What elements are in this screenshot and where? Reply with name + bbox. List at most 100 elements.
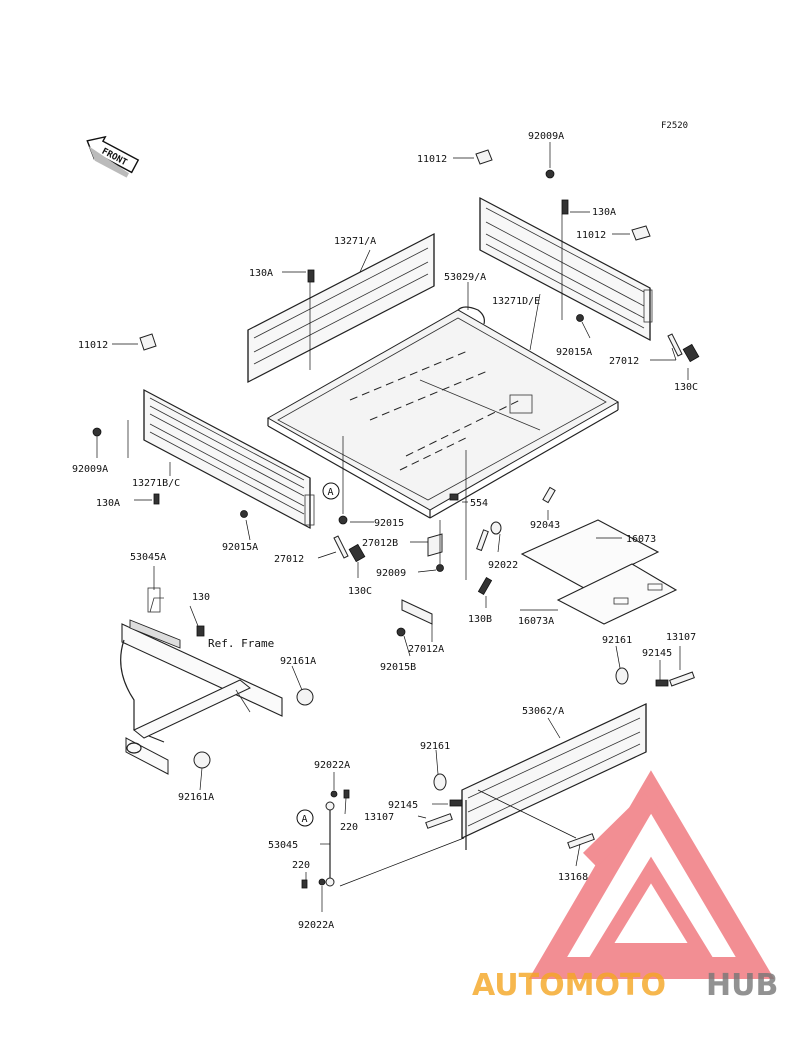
callout: 130B [468,614,492,625]
bolt-220-bottom [301,879,308,889]
pin-554b [476,529,489,552]
callout: 92161A [280,656,316,667]
svg-text:A: A [302,814,308,825]
cap-11012-a [475,149,493,165]
callout: 53029/A [444,272,486,283]
bolt-220-top [343,789,350,799]
bumper-92161-left [433,773,447,791]
left-side-panel-13271B [143,389,315,529]
callout: 27012 [609,356,639,367]
callout: 92022A [298,920,334,931]
bolt-130A-left [153,493,160,505]
callout: 53062/A [522,706,564,717]
washer-92022A-bottom [318,878,326,886]
cap-11012-c [139,333,157,351]
bracket-27012B [427,533,443,557]
spring-92145-right [655,679,669,687]
watermark-brand-right: HUB [706,968,778,1003]
pin-92043 [542,486,556,504]
washer-92022 [490,521,502,535]
callout: 130A [249,268,273,279]
nut-92009A-left [92,427,102,437]
rod-13168 [567,833,595,849]
bolt-130B [477,577,493,595]
circle-ref-a-upper: A [322,482,340,500]
callout: 130A [592,207,616,218]
nut-92015B [396,627,406,637]
washer-92022A-top [330,790,338,798]
callout: 53045A [130,552,166,563]
callout: 554 [470,498,488,509]
latch-27012-right [667,333,700,363]
watermark-text: AUTOMOTO HUB [472,968,778,1003]
watermark-logo [528,770,775,979]
callout: 27012B [362,538,398,549]
nut-92009A-top [545,169,555,179]
callout: 220 [292,860,310,871]
bumper-92161-right [615,667,629,685]
callout-labels: 11012 92009A 130A 11012 13271/A 53029/A … [72,131,698,931]
bracket-27012A [401,599,433,625]
callout: 130A [96,498,120,509]
callout: 16073 [626,534,656,545]
circle-ref-a-lower: A [296,809,314,827]
callout: 13271B/C [132,478,180,489]
pin-13107-right [669,671,695,687]
callout: 13107 [666,632,696,643]
nut-92015 [338,515,348,525]
callout: 92015A [222,542,258,553]
callout: 11012 [417,154,447,165]
callout: 220 [340,822,358,833]
nut-92009 [436,564,444,572]
callout: 27012A [408,644,444,655]
cable-53045 [325,801,335,887]
callout: 92161 [420,741,450,752]
ref-frame [120,587,283,775]
callout: 92015B [380,662,416,673]
callout: 11012 [78,340,108,351]
bumper-92161A-lower [193,751,211,769]
right-side-panel-13271D [479,197,653,341]
callout: 92145 [642,648,672,659]
callout: 53045 [268,840,298,851]
callout: 92009A [528,131,564,142]
callout: 92015 [374,518,404,529]
bolt-130A-top [561,199,569,215]
callout: 92022A [314,760,350,771]
callout: 13107 [364,812,394,823]
mat-16073 [520,519,678,625]
callout: 92015A [556,347,592,358]
bumper-92161A-frame [296,688,314,706]
nut-92015A-left [240,510,248,518]
spring-92145-left [449,799,463,807]
pin-13107-left [425,813,453,829]
leader-lines [96,142,689,912]
nut-92015A-right [576,314,584,322]
callout: 27012 [274,554,304,565]
callout: 92009A [72,464,108,475]
svg-text:A: A [328,487,334,498]
watermark-brand-left: AUTOMOTO [472,968,666,1003]
callout: 13271D/E [492,296,540,307]
cap-11012-b [631,225,651,241]
callout: 13271/A [334,236,376,247]
callout: 92009 [376,568,406,579]
callout: 16073A [518,616,554,627]
ref-frame-label: Ref. Frame [208,637,274,650]
callout: 11012 [576,230,606,241]
part-554 [449,493,459,501]
front-arrow-icon: FRONT [86,135,140,178]
callout: 130C [674,382,698,393]
callout: 92161A [178,792,214,803]
bolt-130A-mid [307,269,315,283]
callout: 92161 [602,635,632,646]
callout: 13168 [558,872,588,883]
callout: 130 [192,592,210,603]
callout: 92043 [530,520,560,531]
bed-floor-53029 [266,306,620,519]
callout: 130C [348,586,372,597]
bolt-130 [196,625,205,637]
callout: 92022 [488,560,518,571]
front-panel-13271 [247,233,435,383]
